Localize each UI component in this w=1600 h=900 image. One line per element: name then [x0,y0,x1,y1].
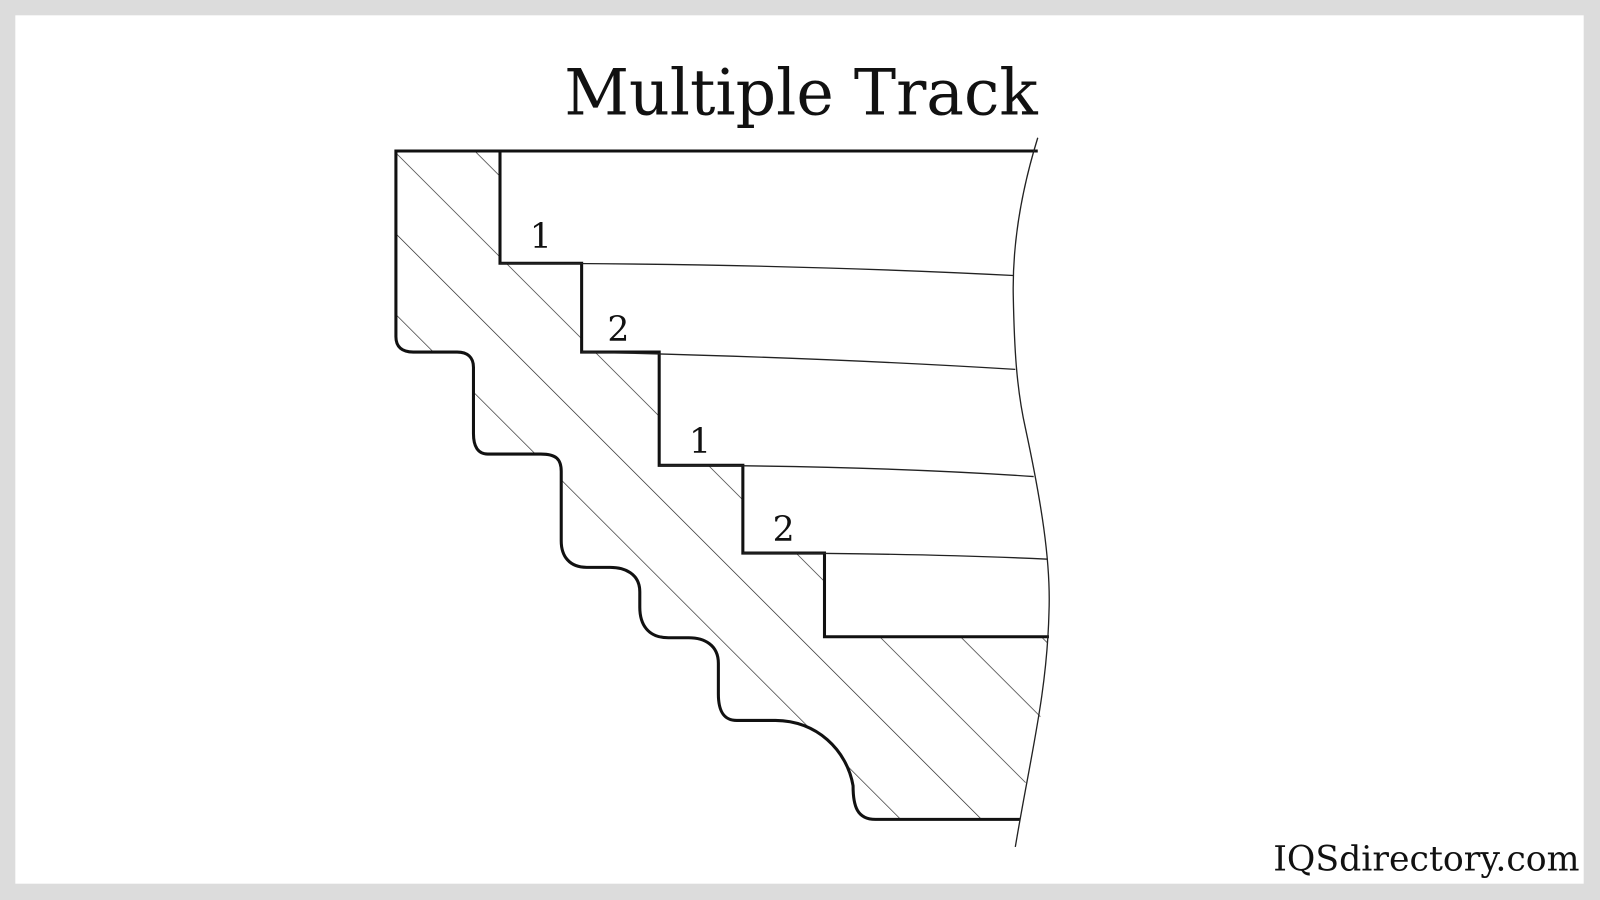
diagram-title: Multiple Track [564,55,1038,129]
band-line-4 [742,552,1048,560]
track-label-4: 2 [773,510,795,550]
band-line-1 [499,262,1014,277]
band-line-3 [659,464,1034,478]
hatched-section [395,151,1049,820]
track-label-1: 1 [530,217,552,257]
white-panel [15,15,1584,884]
track-label-3: 1 [689,422,711,462]
track-label-2: 2 [607,310,629,350]
profile-outline [394,149,1038,821]
band-line-2 [581,351,1016,371]
watermark: IQSdirectory.com [1273,839,1579,879]
break-line [1012,137,1050,848]
band-lines [499,137,1050,848]
